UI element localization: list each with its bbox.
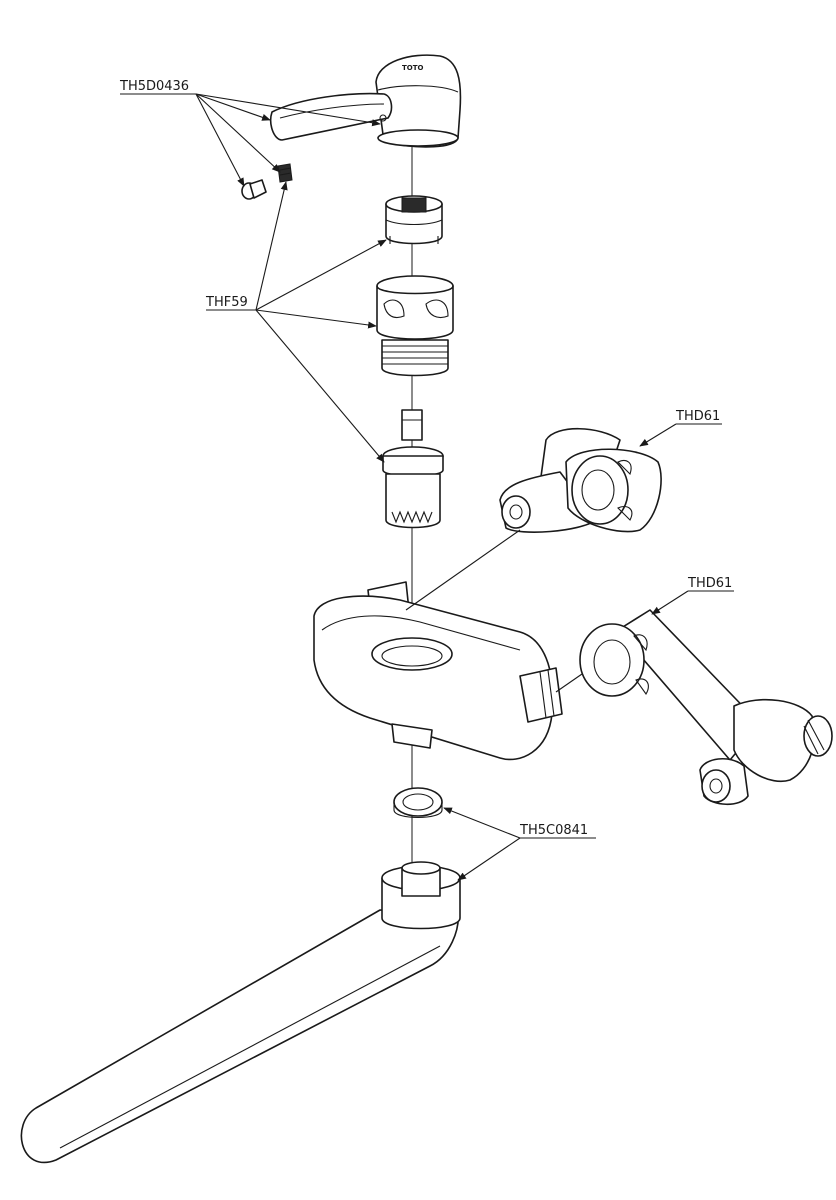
callout-thd61-upper: THD61 bbox=[675, 409, 720, 424]
cartridge bbox=[382, 409, 444, 529]
washer bbox=[393, 787, 443, 818]
callout-th5c0841: TH5C0841 bbox=[519, 823, 588, 838]
leader-lines bbox=[120, 93, 734, 881]
callout-th5d0436: TH5D0436 bbox=[119, 79, 189, 94]
set-screw bbox=[277, 163, 293, 183]
bonnet-nut bbox=[376, 275, 454, 377]
eccentric-union-lower bbox=[579, 609, 833, 806]
faucet-body bbox=[313, 581, 563, 761]
callout-thd61-lower: THD61 bbox=[687, 576, 732, 591]
spout bbox=[20, 861, 461, 1164]
callout-thf59: THF59 bbox=[205, 295, 248, 310]
handle-logo-text: TOTO bbox=[402, 64, 424, 72]
cartridge-cap bbox=[385, 195, 443, 245]
lever-handle: TOTO bbox=[269, 54, 462, 148]
eccentric-union-upper bbox=[499, 427, 662, 533]
handle-screw bbox=[241, 179, 267, 200]
